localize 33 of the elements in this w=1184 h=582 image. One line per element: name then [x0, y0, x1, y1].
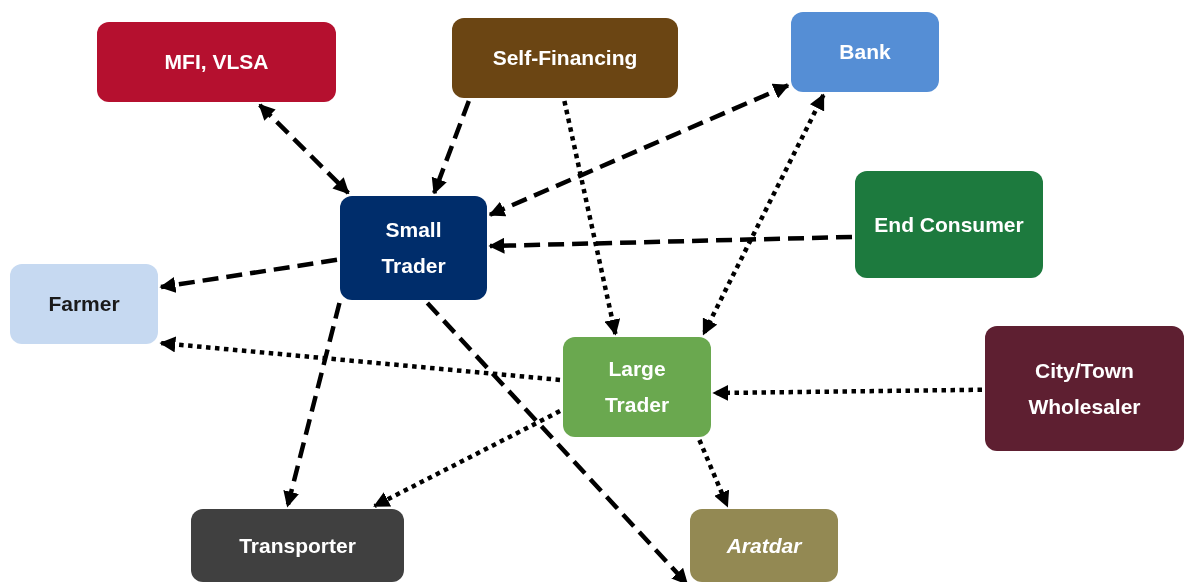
arrow — [159, 257, 338, 293]
arrow — [562, 100, 621, 336]
process-box — [985, 326, 1184, 451]
node-label: Self-Financing — [492, 45, 638, 72]
arrow — [488, 234, 853, 254]
arrow — [373, 409, 562, 508]
arrow — [425, 301, 689, 582]
process-box — [563, 337, 711, 437]
process-box — [191, 509, 404, 582]
node-label: Small Trader — [380, 217, 447, 279]
process-box — [452, 18, 678, 98]
arrow — [431, 100, 471, 195]
arrow — [283, 302, 342, 508]
process-box — [855, 171, 1043, 278]
arrow — [488, 83, 790, 217]
process-box — [97, 22, 336, 102]
process-box — [340, 196, 487, 300]
arrow — [258, 103, 350, 195]
node-label: Bank — [839, 39, 891, 66]
arrow — [701, 93, 826, 336]
process-box — [10, 264, 158, 344]
node-label: End Consumer — [874, 211, 1024, 238]
node-label: City/Town Wholesaler — [1027, 357, 1142, 420]
node-label: Farmer — [48, 291, 120, 318]
node-label: Transporter — [239, 532, 356, 559]
node-label: MFI, VLSA — [164, 49, 269, 76]
node-label: Aratdar — [726, 532, 802, 559]
arrow — [697, 439, 730, 508]
arrow — [159, 336, 561, 383]
node-label: Large Trader — [603, 356, 671, 418]
process-box — [791, 12, 939, 92]
process-box — [690, 509, 838, 582]
arrow — [712, 384, 983, 401]
